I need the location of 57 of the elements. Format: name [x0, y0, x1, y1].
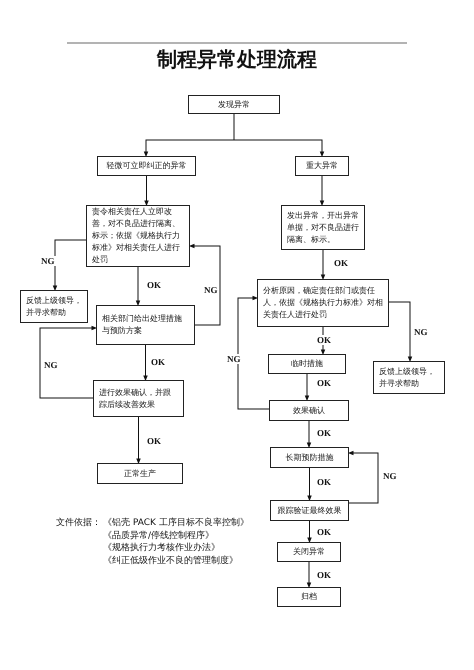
process-box: 效果确认 — [269, 400, 349, 421]
arrow — [348, 450, 378, 504]
edge-label: OK — [316, 378, 332, 388]
edge-label: OK — [316, 477, 332, 487]
process-box: 进行效果确认，并跟踪后续改善效果 — [93, 380, 184, 417]
edge-label: OK — [316, 428, 332, 438]
arrow — [307, 468, 312, 501]
process-box: 归档 — [277, 587, 341, 607]
edge-label: OK — [316, 527, 332, 537]
process-box: 发出异常，开出异常单据，对不良品进行隔离、标示。 — [281, 205, 365, 250]
process-box: 长期预防措施 — [270, 447, 349, 468]
process-box: 发现异常 — [188, 95, 280, 114]
process-box: 跟踪验证最终效果 — [270, 500, 349, 521]
edge-label: OK — [333, 258, 350, 268]
edge-label: NG — [203, 285, 218, 295]
arrow — [143, 344, 148, 381]
process-box: 反馈上级领导，并寻求帮助 — [373, 361, 445, 394]
arrow — [40, 326, 97, 398]
arrow — [136, 416, 141, 464]
arrow — [304, 374, 310, 401]
document-reference: 《铝壳 PACK 工序目标不良率控制》 — [103, 517, 249, 529]
edge-label: NG — [40, 256, 56, 266]
arrow — [320, 250, 326, 280]
process-box: 正常生产 — [97, 463, 183, 484]
arrow — [52, 240, 86, 291]
arrow — [320, 176, 324, 206]
edge-label: OK — [150, 357, 166, 367]
process-box: 反馈上级领导，并寻求帮助 — [20, 290, 88, 323]
arrow — [306, 420, 312, 448]
edge-label: OK — [316, 335, 332, 345]
arrow — [144, 176, 149, 206]
edge-label: NG — [226, 354, 242, 364]
process-box: 关闭异常 — [277, 542, 341, 562]
process-box: 临时措施 — [268, 354, 346, 374]
title: 制程异常处理流程 — [156, 46, 318, 72]
process-box: 责令相关责任人立即改善，对不良品进行隔离、标示；依据《规格执行力标准》对相关责任人进行处罚 — [86, 205, 190, 267]
arrow — [238, 296, 270, 410]
edge-label: OK — [146, 280, 162, 290]
arrow — [306, 562, 312, 588]
edge-label: OK — [316, 570, 332, 580]
arrow — [234, 114, 324, 157]
arrow — [307, 520, 312, 543]
edge-label: NG — [43, 360, 58, 370]
edge-label: OK — [146, 436, 162, 446]
document-reference: 《规格执行力考核作业办法》 — [103, 542, 220, 554]
process-box: 分析原因，确定责任部门或责任人，依据《规格执行力标准》对相关责任人进行处罚 — [257, 279, 389, 327]
arrow — [136, 266, 140, 306]
label-text: 文件依据： — [56, 517, 101, 529]
edge-label: NG — [382, 471, 398, 481]
process-box: 相关部门给出处理措施与预防方案 — [96, 305, 195, 345]
process-box: 重大异常 — [295, 156, 349, 176]
process-box: 轻微可立即纠正的异常 — [97, 156, 196, 176]
document-reference: 《纠正低级作业不良的管理制度》 — [103, 555, 238, 567]
arrow — [388, 302, 412, 362]
document-reference: 《品质异常/停线控制程序》 — [103, 530, 214, 542]
edge-label: NG — [413, 327, 428, 337]
arrow — [189, 244, 220, 326]
